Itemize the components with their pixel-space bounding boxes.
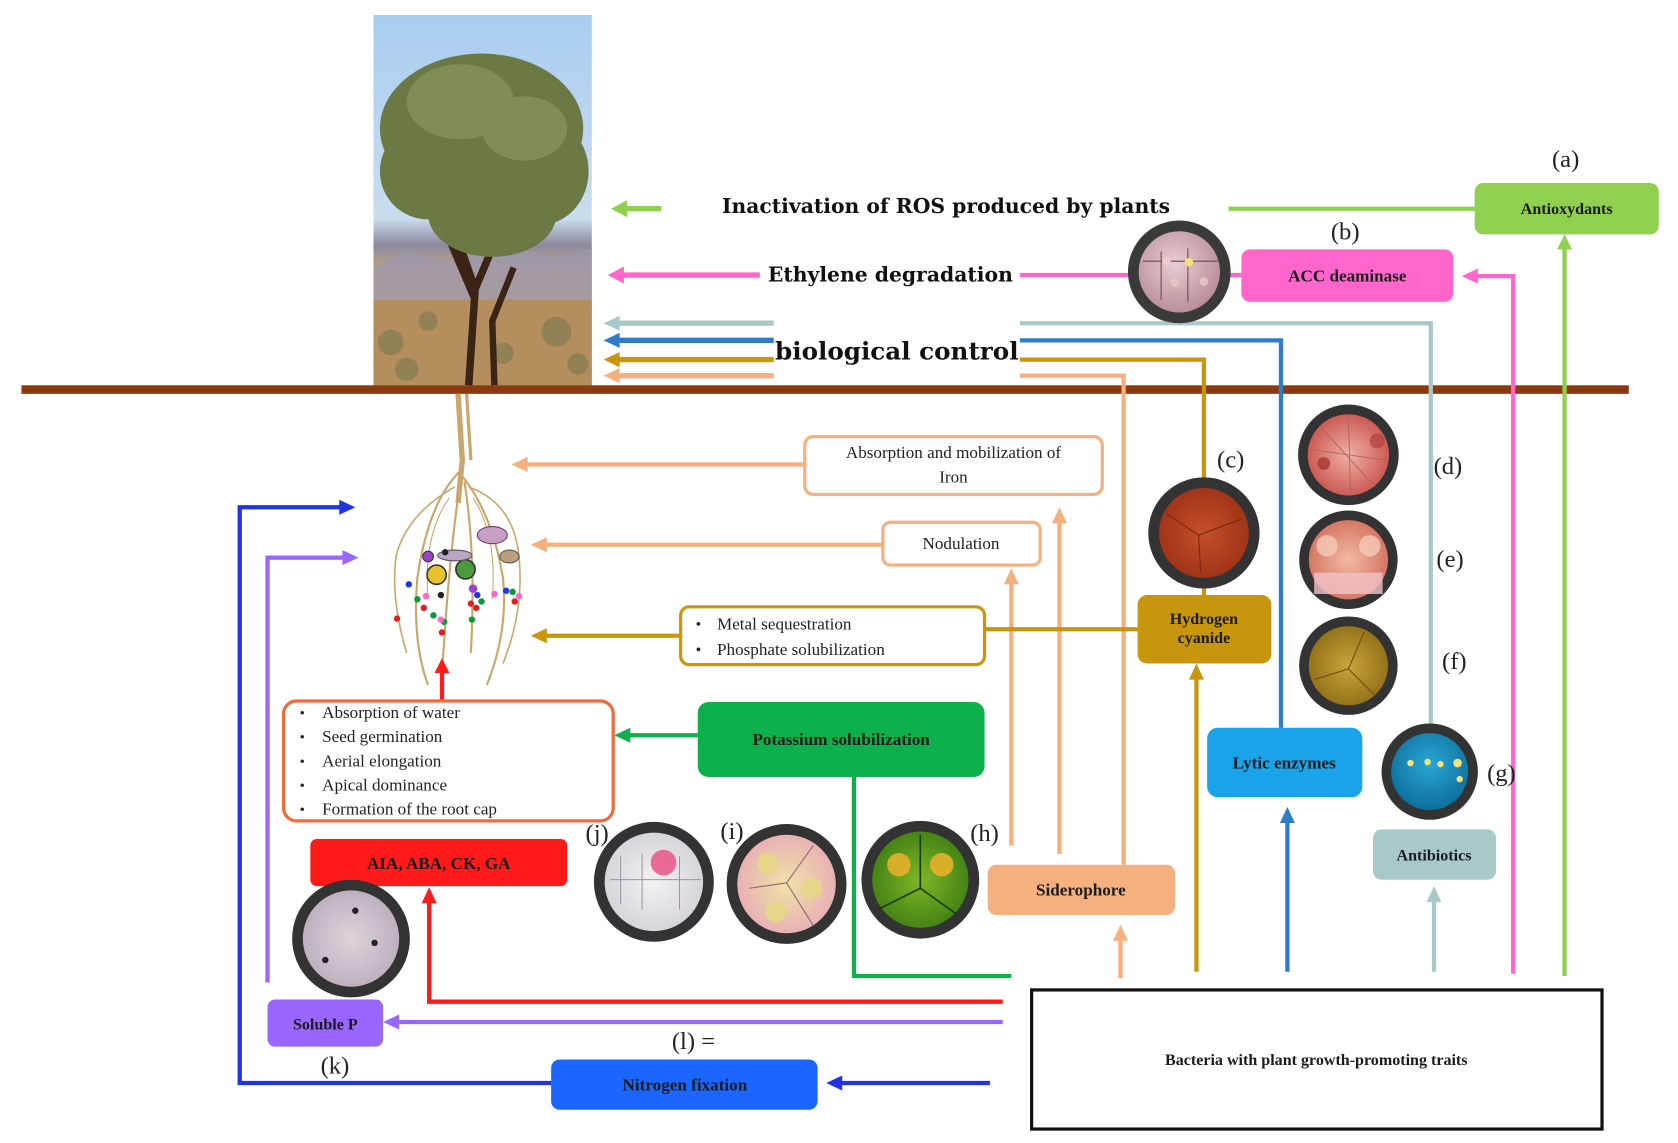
nitrogen-feed-arrow — [826, 1075, 990, 1091]
petri-dish-b — [1127, 220, 1231, 324]
siderophore-label: Siderophore — [1036, 881, 1126, 900]
petri-dish-j — [593, 821, 714, 942]
bacteria-box[interactable]: Bacteria with plant growth-promoting tra… — [1030, 988, 1604, 1131]
hydrogen-cyanide-box[interactable]: Hydrogen cyanide — [1137, 595, 1272, 664]
tag-i: (i) — [720, 818, 743, 845]
acc-deaminase-label: ACC deaminase — [1288, 266, 1407, 285]
iron-label-line2: Iron — [939, 468, 968, 487]
potassium-feed-line — [851, 776, 1012, 979]
microbes-cluster — [393, 526, 523, 636]
nitrogen-fixation-box[interactable]: Nitrogen fixation — [551, 1059, 818, 1110]
tag-g: (g) — [1487, 760, 1516, 787]
antioxydants-label: Antioxydants — [1521, 201, 1613, 218]
tag-k: (k) — [321, 1052, 350, 1079]
tag-j: (j) — [586, 820, 609, 847]
soluble-p-feed-arrow — [383, 1014, 1003, 1030]
petri-dish-c — [1148, 477, 1260, 589]
siderophore-box[interactable]: Siderophore — [987, 864, 1176, 916]
antioxydants-feed-arrow — [1557, 234, 1573, 977]
iron-label-line1: Absorption and mobilization of — [846, 443, 1062, 462]
ethylene-arrow — [607, 266, 760, 284]
metal-effect-box[interactable]: • Metal sequestration • Phosphate solubi… — [679, 605, 987, 667]
siderophore-feed-arrow — [1112, 924, 1128, 979]
ethylene-degradation-label: Ethylene degradation — [768, 262, 1013, 286]
hormone-effect-item: Seed germination — [322, 727, 443, 746]
bullet: • — [696, 642, 702, 659]
iron-arrow — [511, 456, 805, 472]
tag-l: (l) = — [672, 1028, 715, 1055]
metal-arrow — [530, 627, 1138, 644]
petri-dish-f — [1299, 616, 1398, 715]
hormone-effect-item: Formation of the root cap — [322, 799, 497, 818]
tag-f: (f) — [1442, 648, 1467, 675]
phytohormones-label: AIA, ABA, CK, GA — [367, 854, 511, 873]
antibiotics-label: Antibiotics — [1397, 847, 1472, 864]
bullet: • — [300, 730, 305, 746]
hcn-label-line1: Hydrogen — [1170, 611, 1238, 628]
soluble-p-to-root-arrow — [265, 550, 359, 983]
tag-c: (c) — [1217, 447, 1244, 474]
antibiotics-box[interactable]: Antibiotics — [1373, 829, 1497, 880]
ros-arrow — [611, 200, 662, 218]
antioxydants-box[interactable]: Antioxydants — [1474, 183, 1659, 235]
soluble-p-box[interactable]: Soluble P — [267, 999, 384, 1047]
biological-control-label: biological control — [775, 337, 1019, 366]
biocontrol-connectors — [1019, 321, 1433, 865]
petri-dish-i — [726, 824, 847, 944]
biocontrol-arrows — [603, 315, 774, 384]
tag-a: (a) — [1552, 146, 1579, 173]
hcn-feed-arrow — [1188, 663, 1204, 972]
bullet: • — [300, 754, 305, 770]
bullet: • — [300, 706, 305, 722]
hcn-label-line2: cyanide — [1178, 630, 1231, 647]
acc-feed-arrow — [1461, 268, 1516, 974]
antibiotics-feed-arrow — [1426, 886, 1442, 972]
nodulation-effect-box[interactable]: Nodulation — [881, 520, 1042, 567]
nodulation-label: Nodulation — [923, 534, 1000, 553]
petri-dish-k — [292, 879, 410, 998]
lytic-feed-arrow — [1279, 806, 1295, 972]
potassium-label: Potassium solubilization — [752, 730, 930, 749]
acc-deaminase-box[interactable]: ACC deaminase — [1241, 249, 1454, 302]
bullet: • — [300, 778, 305, 794]
bullet: • — [696, 616, 702, 633]
hormone-effects-box[interactable]: • Absorption of water • Seed germination • Ae… — [281, 699, 615, 823]
tag-b: (b) — [1331, 219, 1360, 246]
nodulation-arrow — [530, 537, 883, 553]
lytic-enzymes-label: Lytic enzymes — [1233, 753, 1336, 772]
petri-dish-h — [861, 820, 980, 939]
potassium-to-effects-arrow — [614, 727, 698, 743]
metal-sequestration-item: Metal sequestration — [717, 614, 852, 633]
hormone-effect-item: Aerial elongation — [322, 751, 442, 770]
hormone-to-root-arrow — [434, 658, 450, 701]
bullet: • — [300, 802, 305, 818]
tag-d: (d) — [1434, 453, 1463, 480]
tag-h: (h) — [970, 820, 999, 847]
ros-inactivation-label: Inactivation of ROS produced by plants — [722, 194, 1170, 218]
tag-e: (e) — [1436, 546, 1463, 573]
hormones-feed-arrow — [421, 887, 1003, 1004]
soil-surface-line — [21, 385, 1629, 394]
nitrogen-label: Nitrogen fixation — [623, 1076, 748, 1095]
bacteria-label: Bacteria with plant growth-promoting tra… — [1165, 1052, 1468, 1069]
phytohormones-box[interactable]: AIA, ABA, CK, GA — [310, 839, 568, 887]
tree-photo — [373, 15, 592, 386]
iron-effect-box[interactable]: Absorption and mobilization of Iron — [803, 435, 1104, 497]
nitrogen-to-root-arrow — [237, 499, 552, 1086]
petri-dish-d — [1298, 404, 1399, 506]
hormone-effect-item: Absorption of water — [322, 703, 460, 722]
siderophore-risers — [1003, 507, 1067, 855]
petri-dish-e — [1299, 510, 1398, 609]
phosphate-solubilization-item: Phosphate solubilization — [717, 640, 885, 659]
lytic-enzymes-box[interactable]: Lytic enzymes — [1207, 727, 1363, 798]
potassium-solubilization-box[interactable]: Potassium solubilization — [697, 702, 985, 777]
hormone-effect-item: Apical dominance — [322, 775, 447, 794]
soluble-p-label: Soluble P — [293, 1017, 358, 1034]
petri-dish-g — [1381, 723, 1478, 820]
